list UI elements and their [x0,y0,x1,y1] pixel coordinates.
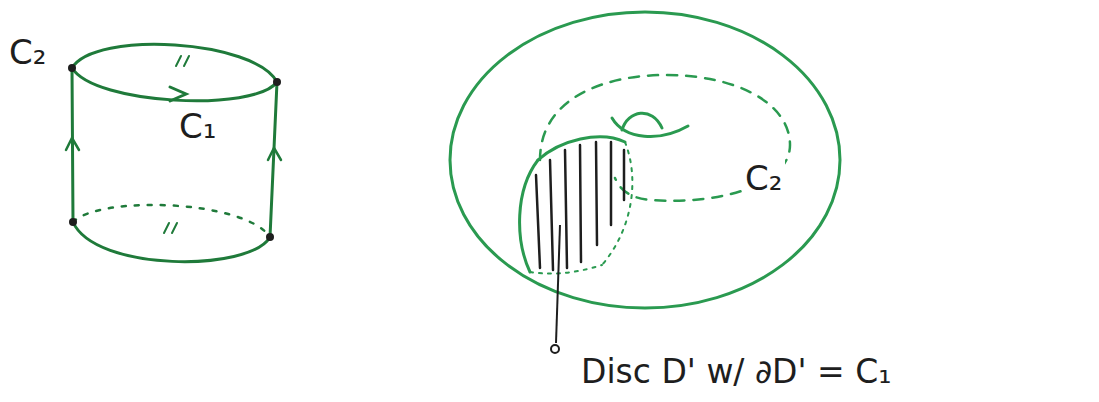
torus [450,12,840,308]
top-back-arc [72,44,277,82]
bottom-back-arc [73,205,270,237]
hatch-line [550,160,553,270]
hatch-line [623,150,626,200]
dot [266,233,274,241]
hatch-line [610,142,613,225]
right-side [270,82,277,237]
curve-label: C₁ [176,108,219,145]
hatch-line [580,145,581,262]
hole-curve [622,113,662,130]
hidden-curve [540,75,790,201]
leader-line [556,225,560,343]
dot [273,78,281,86]
cylinder [66,44,281,261]
caption-note: Disc D' w/ ∂D' = C₁ [578,354,894,390]
tick-mark [164,223,177,233]
torus-outline [450,12,840,308]
disc-edge [602,142,632,265]
curve-label: C₂ [742,160,785,197]
disc-hatching [536,142,624,270]
arrowhead [268,148,281,160]
dot [68,64,76,72]
top-front-arc [72,68,277,101]
arrowhead [66,138,79,150]
arrowhead [170,87,186,101]
hatch-line [565,150,567,268]
dot [69,218,77,226]
leader-dot [551,345,559,353]
tick-mark [176,56,189,66]
corner-dots [68,64,281,241]
curve-label: C₂ [6,34,49,71]
leader [551,225,560,353]
hatch-line [596,142,597,245]
hatch-line [536,175,540,268]
left-side [72,68,73,222]
bottom-front-arc [73,222,270,262]
